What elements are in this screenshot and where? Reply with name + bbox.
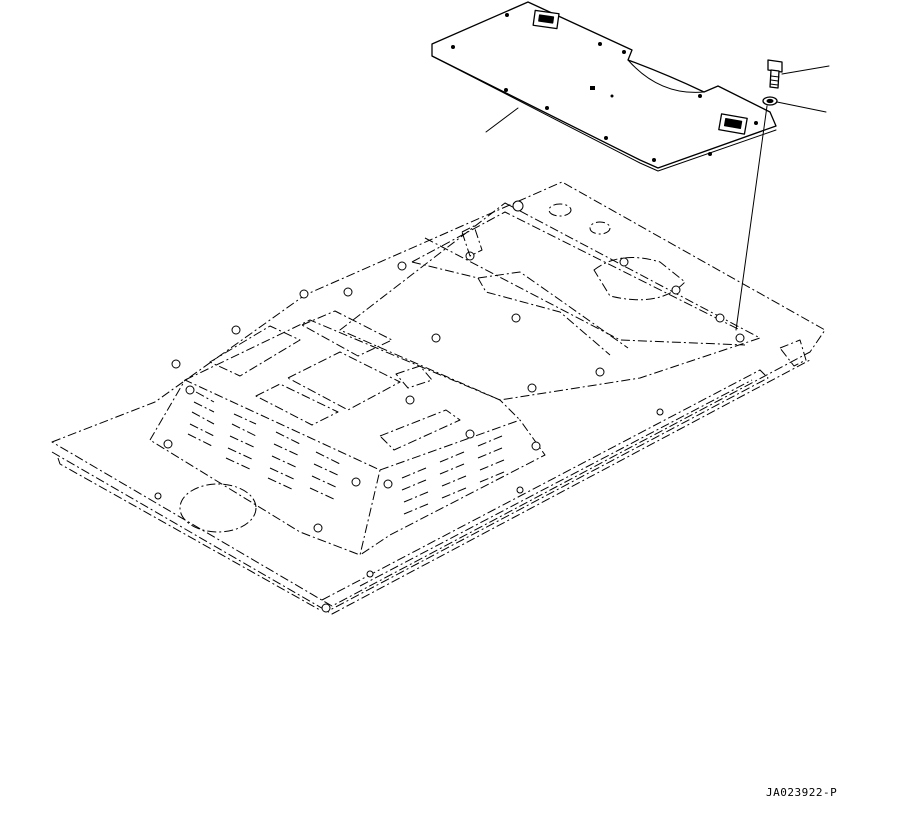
washer-icon [762, 96, 778, 106]
drawing-code-label: JA023922-P [766, 786, 838, 799]
bolt-leader [781, 65, 830, 75]
floor-frame-icon [51, 181, 826, 615]
cover-plate-icon [431, 1, 777, 172]
bolt-icon [767, 59, 783, 89]
cover-plate-leader [485, 107, 519, 133]
assembly-line [735, 105, 768, 331]
washer-leader [776, 101, 827, 113]
